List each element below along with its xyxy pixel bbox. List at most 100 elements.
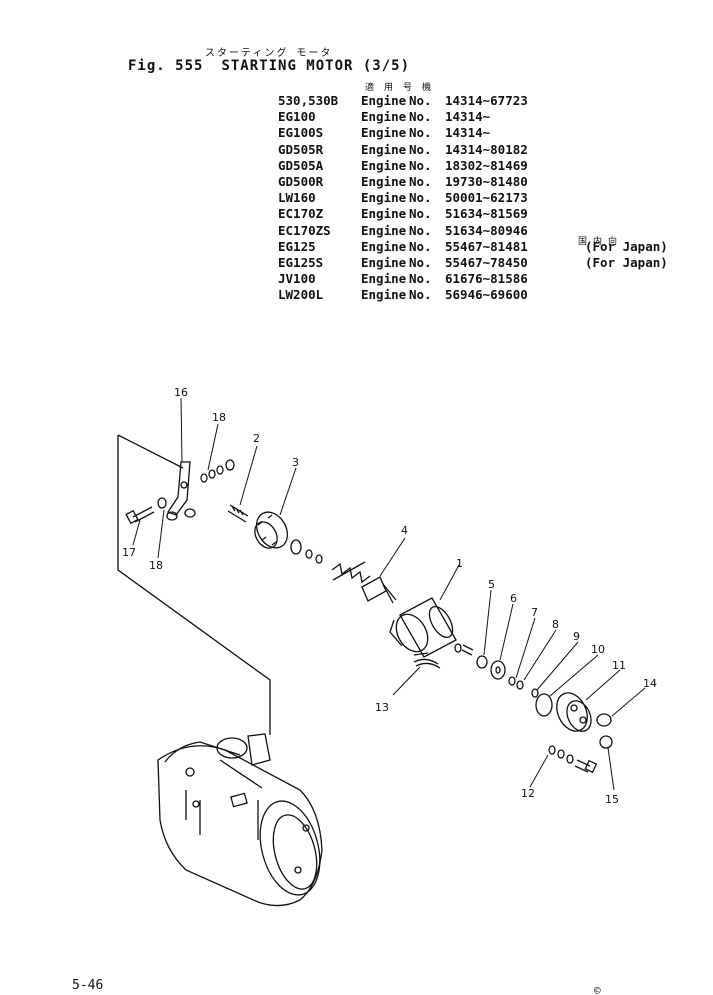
serial-range: 50001~62173	[445, 190, 528, 206]
model-cell: JV100	[278, 271, 316, 287]
end-cover-11	[556, 692, 592, 732]
retainer-13	[413, 658, 441, 669]
assembled-starting-motor	[157, 733, 323, 907]
shift-lever	[166, 461, 196, 521]
fig-number: Fig. 555	[128, 58, 204, 74]
bolt-17	[125, 497, 167, 525]
applicability-label: 適用号機	[365, 83, 442, 93]
model-cell: EG125	[278, 238, 316, 254]
note-cell: (For Japan)	[585, 238, 668, 254]
engine-label: Engine	[361, 141, 407, 157]
no-label: No.	[409, 141, 432, 157]
no-label: No.	[409, 255, 432, 271]
japanese-title: スターティング モータ	[205, 48, 333, 59]
shaft-4	[361, 576, 397, 604]
model-cell: EG100S	[278, 125, 324, 141]
model-cell: GD505R	[278, 141, 324, 157]
model-cell: LW200L	[278, 287, 324, 303]
no-label: No.	[409, 125, 432, 141]
model-cell: EG125S	[278, 255, 324, 271]
serial-range: 55467~78450	[445, 255, 528, 271]
engine-label: Engine	[361, 190, 407, 206]
model-cell: GD505A	[278, 157, 324, 173]
callout-10: 10	[591, 643, 605, 656]
serial-range: 56946~69600	[445, 287, 528, 303]
engine-label: Engine	[361, 109, 407, 125]
destination-japan-label: 国内向	[578, 237, 624, 247]
callout-3: 3	[292, 456, 299, 469]
callout-6: 6	[510, 592, 517, 605]
no-label: No.	[409, 109, 432, 125]
caps-14-15	[596, 713, 613, 749]
serial-range: 18302~81469	[445, 157, 528, 173]
no-label: No.	[409, 206, 432, 222]
engine-label: Engine	[361, 206, 407, 222]
pinion-gear-3	[254, 511, 289, 549]
model-cell: 530,530B	[278, 93, 339, 108]
no-label: No.	[409, 222, 432, 238]
callout-labels: 1 2 3 4 5 6 7 8 9 10 11 12 13 14 15 16 1…	[122, 386, 657, 806]
serial-range: 14314~80182	[445, 141, 528, 157]
no-label: No.	[409, 271, 432, 287]
small-parts-5-10	[454, 643, 553, 717]
serial-range: 19730~81480	[445, 174, 528, 190]
leader-lines	[132, 397, 646, 791]
callout-16: 16	[174, 386, 188, 399]
callout-18-bottom: 18	[149, 559, 163, 572]
document-code: ©	[594, 984, 601, 995]
bolt-washers-12	[548, 745, 598, 774]
engine-label: Engine	[361, 287, 407, 303]
model-cell: EG100	[278, 109, 316, 125]
callout-7: 7	[531, 606, 538, 619]
no-label: No.	[409, 174, 432, 190]
callout-1: 1	[456, 557, 463, 570]
model-cell: EC170ZS	[278, 222, 331, 238]
serial-range: 51634~80946	[445, 222, 528, 238]
no-label: No.	[409, 190, 432, 206]
engine-label: Engine	[361, 174, 407, 190]
fig-title: STARTING MOTOR (3/5)	[221, 58, 411, 74]
model-cell: EC170Z	[278, 206, 324, 222]
callout-12: 12	[521, 787, 535, 800]
no-label: No.	[409, 157, 432, 173]
spring	[331, 561, 371, 584]
serial-range: 14314~	[445, 109, 491, 125]
bracket-lines	[117, 434, 271, 735]
callout-8: 8	[552, 618, 559, 631]
figure-title: Fig. 555 STARTING MOTOR (3/5)	[128, 58, 428, 74]
callout-9: 9	[573, 630, 580, 643]
callout-18-top: 18	[212, 411, 226, 424]
engine-label: Engine	[361, 238, 407, 254]
callout-2: 2	[253, 432, 260, 445]
serial-range: 61676~81586	[445, 271, 528, 287]
housing-1	[389, 597, 457, 658]
serial-range: 55467~81481	[445, 238, 528, 254]
engine-label: Engine	[361, 125, 407, 141]
no-label: No.	[409, 238, 432, 254]
washers-18-top	[200, 459, 235, 483]
model-cell: LW160	[278, 190, 316, 206]
callout-14: 14	[643, 677, 657, 690]
model-cell: GD500R	[278, 174, 324, 190]
pin-2	[227, 504, 249, 523]
serial-range: 14314~	[445, 125, 491, 141]
callout-4: 4	[401, 524, 408, 537]
page-number: 5-46	[72, 978, 104, 993]
callout-5: 5	[488, 578, 495, 591]
serial-range: 51634~81569	[445, 206, 528, 222]
engine-label: Engine	[361, 271, 407, 287]
engine-label: Engine	[361, 157, 407, 173]
